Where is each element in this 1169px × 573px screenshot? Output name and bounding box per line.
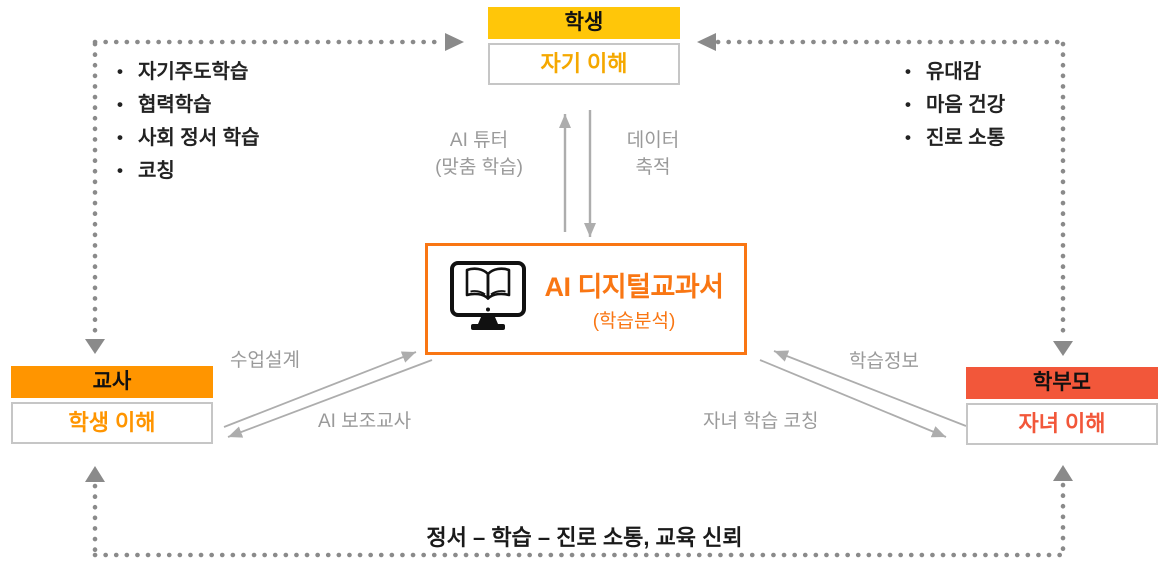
node-teacher: 교사 학생 이해: [11, 366, 213, 444]
dotted-arrowhead-to-parent-top: [1053, 341, 1073, 356]
list-item-label: 유대감: [925, 61, 982, 83]
center-title: AI 디지털교과서: [544, 272, 724, 302]
edge-label-child-coaching: 자녀 학습 코칭: [703, 411, 819, 432]
list-item: 코칭: [117, 155, 259, 188]
list-item: 사회 정서 학습: [117, 122, 260, 155]
student-subtitle: 자기 이해: [488, 43, 680, 85]
dotted-arrowhead-to-teacher-top: [85, 339, 105, 354]
monitor-book-icon: [448, 260, 528, 339]
list-item: 유대감: [905, 56, 1005, 89]
list-item: 자기주도학습: [117, 56, 259, 89]
node-ai-digital-textbook: AI 디지털교과서 (학습분석): [425, 243, 747, 355]
parent-student-relation-list: 유대감 마음 건강 진로 소통: [905, 56, 1005, 155]
teacher-subtitle: 학생 이해: [11, 402, 213, 444]
edge-label-ai-tutor: AI 튜터 (맞춤 학습): [409, 127, 549, 181]
parent-subtitle: 자녀 이해: [966, 403, 1158, 445]
bottom-caption: 정서 – 학습 – 진로 소통, 교육 신뢰: [426, 525, 743, 550]
dotted-arrowhead-to-student-right: [697, 33, 716, 51]
edge-label-ai-assistant: AI 보조교사: [318, 411, 412, 432]
edge-label-line: 축적: [635, 157, 671, 178]
edge-label-line: AI 튜터: [449, 130, 509, 151]
student-title: 학생: [488, 7, 680, 39]
edge-label-data-accumulation: 데이터 축적: [608, 127, 698, 181]
list-item-label: 협력학습: [137, 94, 212, 116]
dotted-arrowhead-to-parent-bottom: [1053, 465, 1073, 481]
list-item-label: 진로 소통: [925, 127, 1006, 149]
dotted-arrowhead-to-teacher-bottom: [85, 466, 105, 482]
edge-label-lesson-design: 수업설계: [230, 350, 300, 371]
list-item-label: 마음 건강: [925, 94, 1006, 116]
node-student: 학생 자기 이해: [488, 7, 680, 85]
edge-label-line: 데이터: [626, 130, 680, 151]
teacher-title: 교사: [11, 366, 213, 398]
list-item: 협력학습: [117, 89, 259, 122]
arrow-center-to-teacher: [227, 359, 433, 438]
list-item-label: 사회 정서 학습: [137, 127, 260, 149]
parent-title: 학부모: [966, 367, 1158, 399]
arrow-parent-to-center: [773, 350, 967, 427]
list-item-label: 코칭: [137, 160, 175, 182]
list-item: 진로 소통: [905, 122, 1005, 155]
center-subtitle: (학습분석): [592, 311, 676, 332]
node-parent: 학부모 자녀 이해: [966, 367, 1158, 445]
arrow-center-to-parent: [759, 359, 947, 438]
edge-label-line: (맞춤 학습): [435, 157, 523, 178]
list-item: 마음 건강: [905, 89, 1005, 122]
edge-label-learning-info: 학습정보: [849, 351, 919, 372]
teacher-student-relation-list: 자기주도학습 협력학습 사회 정서 학습 코칭: [117, 56, 260, 188]
dotted-arrowhead-to-student-left: [445, 33, 464, 51]
arrow-teacher-to-center: [223, 351, 417, 428]
list-item-label: 자기주도학습: [137, 61, 249, 83]
